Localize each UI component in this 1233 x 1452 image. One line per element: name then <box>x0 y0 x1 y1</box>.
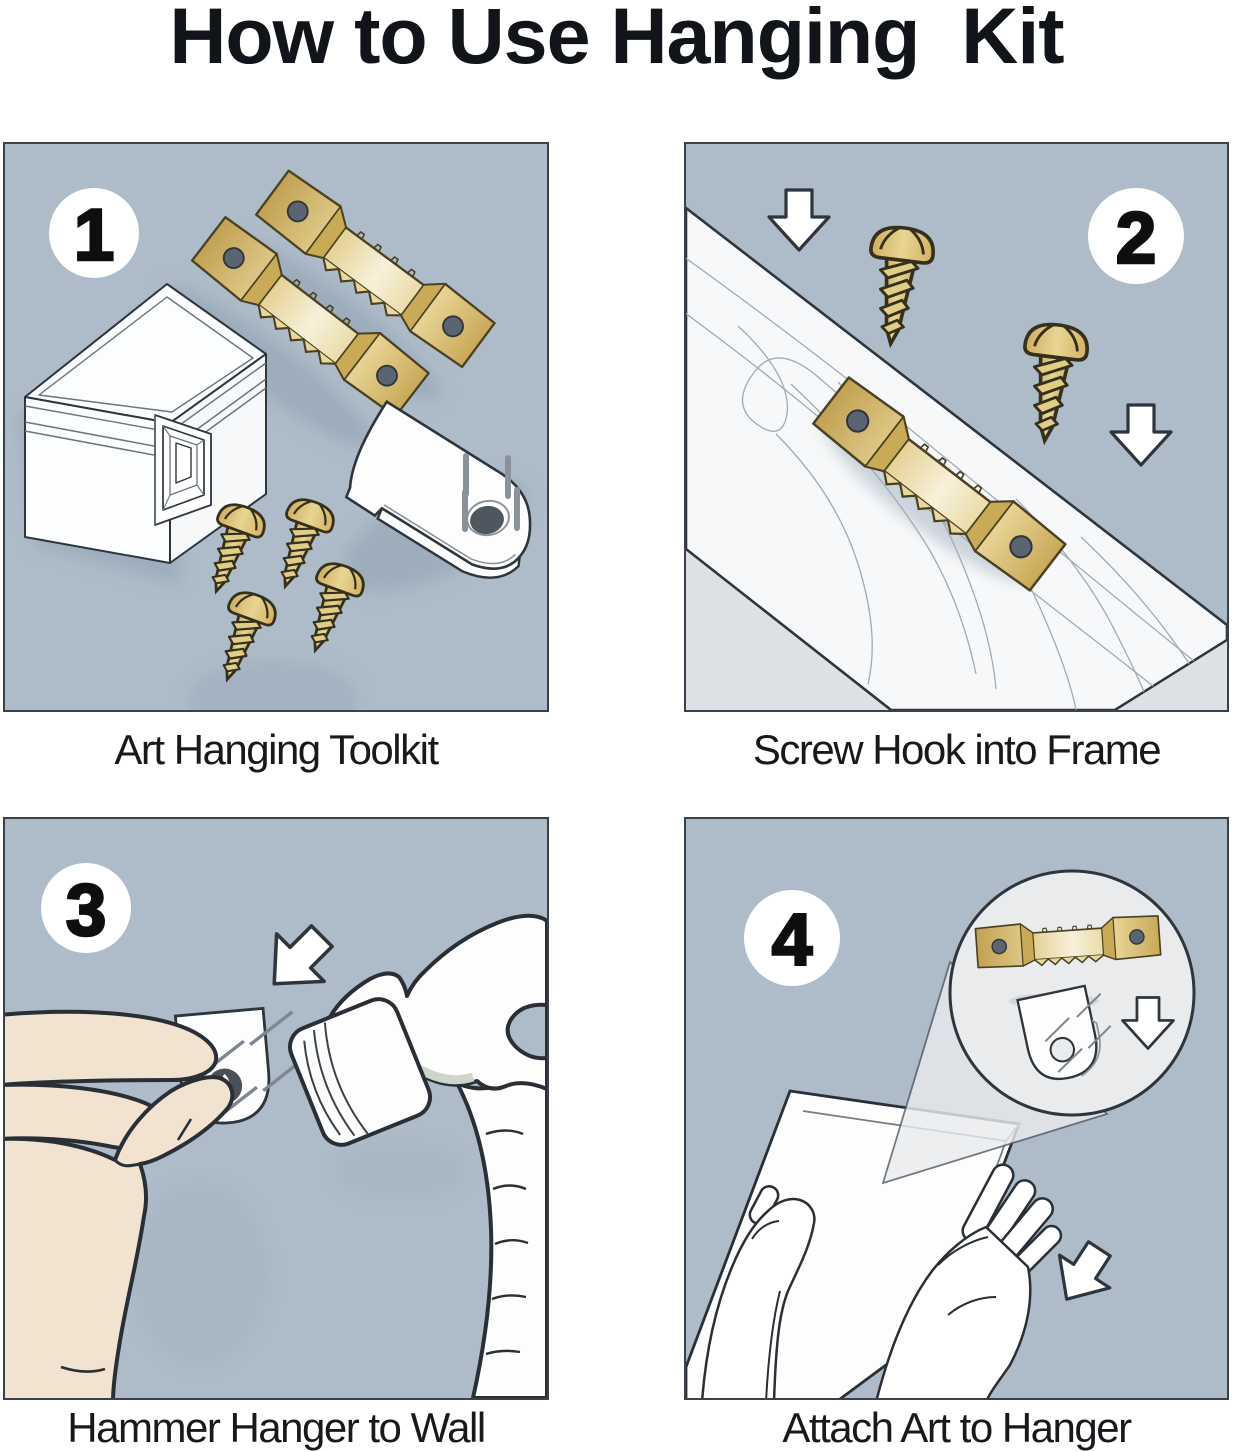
screws-shadow <box>188 661 358 710</box>
step-badge-2: 2 <box>1088 188 1184 284</box>
panel-3-illustration: 3 <box>5 863 547 1398</box>
caption-step-3: Hammer Hanger to Wall <box>67 1404 486 1451</box>
right-palm <box>875 1225 1032 1398</box>
handle-grip-lines <box>485 1129 529 1356</box>
panel-step-1: 1 <box>3 142 549 712</box>
panel-step-2: 2 <box>684 142 1229 712</box>
right-hand-crease-lines <box>937 1236 997 1316</box>
panel-2-illustration: 2 <box>686 188 1227 710</box>
page-title: How to Use Hanging Kit <box>169 0 1064 80</box>
step-badge-circle <box>744 890 840 986</box>
step-number: 2 <box>1116 198 1157 279</box>
step-number: 4 <box>772 900 813 981</box>
left-palm <box>701 1197 816 1398</box>
thumb-crease <box>176 1118 193 1141</box>
hammer-face-lines <box>303 1022 369 1137</box>
hammer-head-block <box>287 997 433 1147</box>
panel-1-illustration: 1 <box>20 167 532 710</box>
down-arrow-icon <box>767 188 831 252</box>
wrist-crease <box>60 1365 106 1373</box>
panel-step-3: 3 <box>3 817 549 1400</box>
hands <box>701 1163 1063 1398</box>
step-badge-3: 3 <box>41 863 131 953</box>
magnifier-content <box>974 913 1175 1080</box>
left-hand <box>701 1185 816 1398</box>
hammer-claw-hole <box>505 1002 547 1061</box>
wall-hook-icon <box>1016 984 1112 1080</box>
panel-step-4: 4 <box>684 817 1229 1400</box>
hand-icon <box>5 1009 235 1398</box>
step-badge-circle <box>49 188 139 278</box>
hammer-shadow <box>334 1141 466 1201</box>
hook-shadow <box>132 1182 268 1366</box>
caption-step-2: Screw Hook into Frame <box>752 726 1162 773</box>
screw-icon <box>291 556 370 660</box>
thumb-base-crease <box>113 1158 141 1168</box>
step-badge-1: 1 <box>49 188 139 278</box>
step-badge-circle <box>1088 188 1184 284</box>
screw-icon <box>1011 319 1092 447</box>
step-number: 1 <box>74 195 115 276</box>
step-badge-4: 4 <box>744 890 840 986</box>
fist-and-thumb <box>5 1075 235 1398</box>
left-hand-crease-lines <box>751 1220 781 1398</box>
wall-hook-icon <box>344 399 532 579</box>
caption-step-4: Attach Art to Hanger <box>782 1404 1132 1451</box>
hook-pins <box>462 453 520 532</box>
right-hand <box>875 1163 1063 1398</box>
down-left-arrow-icon <box>248 910 348 1010</box>
screw-icon <box>857 222 938 350</box>
hook-pins <box>1044 992 1112 1073</box>
index-finger <box>5 1009 219 1087</box>
hammer-icon <box>287 913 547 1398</box>
step-badge-circle <box>41 863 131 953</box>
down-arrow-icon <box>1109 403 1173 467</box>
caption-step-1: Art Hanging Toolkit <box>114 726 439 773</box>
frame-sample <box>162 425 205 511</box>
panel-4-illustration: 4 <box>686 869 1196 1398</box>
step-number: 3 <box>66 870 107 951</box>
